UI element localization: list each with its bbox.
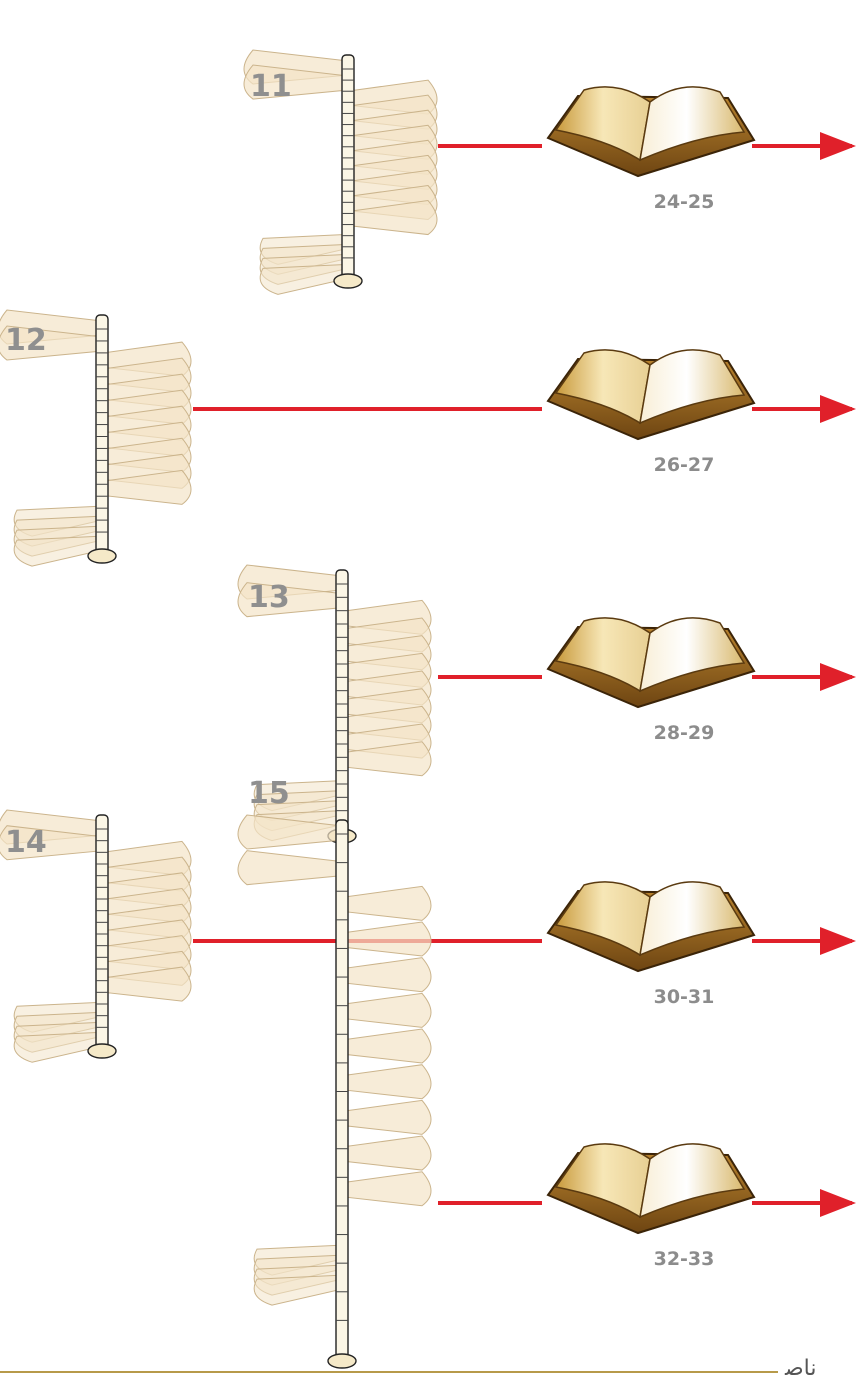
level-label: 14 [5,825,47,860]
level-12: 12 26-27 [0,309,856,567]
level-15: 15 32-33 [237,776,856,1369]
page-range-label: 26-27 [654,454,715,476]
page-range-label: 24-25 [654,191,715,213]
stair-tread [341,992,432,1028]
stair-tread [341,1099,432,1135]
level-label: 13 [248,580,290,615]
stair-tread [259,263,349,295]
page-range-label: 28-29 [654,722,715,744]
stair-column [95,814,109,1056]
stair-tread [0,825,103,861]
level-14: 14 30-31 [0,809,856,1063]
level-13: 13 28-29 [237,564,856,844]
stair-base [327,1353,357,1369]
stair-tread [341,921,432,957]
book-right-page [639,1143,746,1219]
stair-tread [13,1031,103,1063]
stair-tread [243,64,349,100]
stair-tread [347,200,438,236]
stair-tread [101,469,192,505]
stair-column [95,314,109,561]
stair-tread [341,1064,432,1100]
stair-tread [101,966,192,1002]
stair-tread [0,325,103,361]
stair-base [333,273,363,289]
book-right-page [639,86,746,162]
stair-tread [341,885,432,921]
stair-tread [237,850,343,886]
book-right-page [639,617,746,693]
level-label: 11 [250,69,292,104]
stair-tread [341,1028,432,1064]
book-right-page [639,881,746,957]
stair-base [87,1043,117,1059]
stair-tread [237,814,343,850]
stair-tread [341,1135,432,1171]
stair-tread [237,582,343,618]
level-label: 12 [5,323,47,358]
stair-column [335,819,349,1366]
level-label: 15 [248,776,290,811]
page-range-label: 32-33 [654,1248,715,1270]
footer-text: ﻧﺎﺻ [784,1356,817,1375]
stair-tread [13,535,103,567]
stair-tread [341,957,432,993]
stair-tread [341,741,432,777]
page-range-label: 30-31 [654,986,715,1008]
book-right-page [639,349,746,425]
stair-base [87,548,117,564]
level-11: 11 24-25 [243,49,856,295]
stair-tread [341,1171,432,1207]
stair-column [341,54,355,286]
stair-tread [253,1274,343,1306]
